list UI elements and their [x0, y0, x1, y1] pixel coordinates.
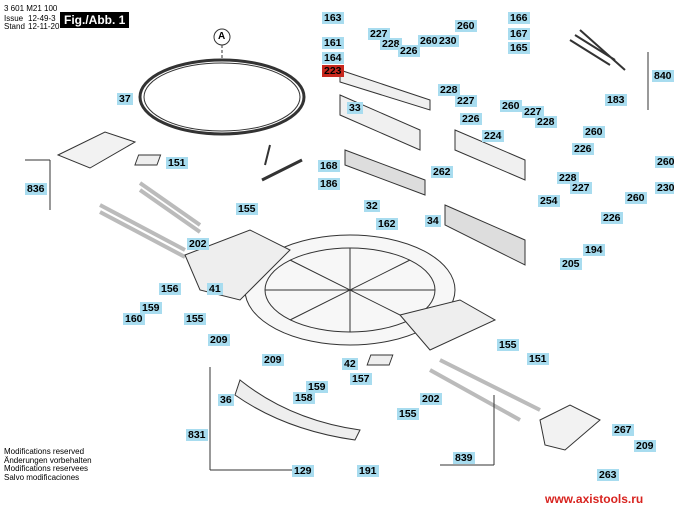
part-label-228: 228 [380, 38, 402, 50]
stand-value: 12-11-20 [28, 22, 60, 31]
part-label-161: 161 [322, 37, 344, 49]
part-label-202: 202 [187, 238, 209, 250]
part-label-151: 151 [527, 353, 549, 365]
fence-223 [339, 69, 431, 111]
part-label-33: 33 [347, 102, 363, 114]
part-label-155: 155 [184, 313, 206, 325]
part-label-226: 226 [398, 45, 420, 57]
part-label-151: 151 [166, 157, 188, 169]
part-label-260: 260 [655, 156, 674, 168]
fence-32 [344, 149, 426, 196]
part-label-228: 228 [535, 116, 557, 128]
notes: Modifications reserved Änderungen vorbeh… [4, 447, 92, 482]
part-label-166: 166 [508, 12, 530, 24]
part-label-227: 227 [570, 182, 592, 194]
part-label-230: 230 [437, 35, 459, 47]
part-label-162: 162 [376, 218, 398, 230]
part-label-228: 228 [557, 172, 579, 184]
note: Modifications reservees [4, 464, 89, 473]
base-left [184, 229, 291, 301]
part-label-209: 209 [208, 334, 230, 346]
part-label-267: 267 [612, 424, 634, 436]
part-label-164: 164 [322, 52, 344, 64]
part-label-158: 158 [293, 392, 315, 404]
stand-label: Stand [4, 22, 25, 31]
part-label-159: 159 [306, 381, 328, 393]
part-label-129: 129 [292, 465, 314, 477]
part-label-260: 260 [583, 126, 605, 138]
part-label-226: 226 [460, 113, 482, 125]
part-label-227: 227 [522, 106, 544, 118]
rail [138, 181, 202, 234]
issue-value: 12-49-3 [28, 14, 56, 23]
doc-number: 3 601 M21 100 [4, 4, 58, 13]
belt [138, 58, 306, 136]
callout-letter: A [218, 31, 226, 42]
part-label-224: 224 [482, 130, 504, 142]
bracket-left [56, 131, 137, 169]
part-label-37: 37 [117, 93, 133, 105]
part-label-34: 34 [425, 215, 441, 227]
part-label-223: 223 [322, 65, 344, 77]
note: Änderungen vorbehalten [4, 455, 92, 465]
part-label-209: 209 [634, 440, 656, 452]
part-label-227: 227 [455, 95, 477, 107]
part-label-186: 186 [318, 178, 340, 190]
part-label-226: 226 [601, 212, 623, 224]
part-label-194: 194 [583, 244, 605, 256]
part-label-156: 156 [159, 283, 181, 295]
part-label-230: 230 [655, 182, 674, 194]
part-label-159: 159 [140, 302, 162, 314]
part-label-263: 263 [597, 469, 619, 481]
part-label-262: 262 [431, 166, 453, 178]
part-label-183: 183 [605, 94, 627, 106]
part-label-191: 191 [357, 465, 379, 477]
part-label-260: 260 [500, 100, 522, 112]
part-label-260: 260 [625, 192, 647, 204]
part-label-155: 155 [397, 408, 419, 420]
part-label-160: 160 [123, 313, 145, 325]
part-label-209: 209 [262, 354, 284, 366]
part-label-32: 32 [364, 200, 380, 212]
extension-36 [234, 379, 361, 441]
part-label-42: 42 [342, 358, 358, 370]
part-label-831: 831 [186, 429, 208, 441]
part-label-167: 167 [508, 28, 530, 40]
part-label-839: 839 [453, 452, 475, 464]
part-label-36: 36 [218, 394, 234, 406]
part-label-228: 228 [438, 84, 460, 96]
part-label-168: 168 [318, 160, 340, 172]
note: Modifications reserved [4, 447, 85, 456]
part-label-41: 41 [207, 283, 223, 295]
note: Salvo modificaciones [4, 472, 80, 482]
part-label-202: 202 [420, 393, 442, 405]
part-label-226: 226 [572, 143, 594, 155]
part-label-163: 163 [322, 12, 344, 24]
part-label-227: 227 [368, 28, 390, 40]
bracket-right [539, 404, 601, 451]
fence-224 [454, 129, 526, 181]
fence-34 [444, 204, 526, 266]
part-label-254: 254 [538, 195, 560, 207]
part-label-840: 840 [652, 70, 674, 82]
part-label-260: 260 [418, 35, 440, 47]
part-label-155: 155 [497, 339, 519, 351]
website-link[interactable]: www.axistools.ru [545, 492, 644, 506]
part-label-836: 836 [25, 183, 47, 195]
part-label-165: 165 [508, 42, 530, 54]
base-right [399, 299, 497, 351]
part-label-205: 205 [560, 258, 582, 270]
figure-title: Fig./Abb. 1 [60, 12, 130, 28]
part-label-260: 260 [455, 20, 477, 32]
part-label-155: 155 [236, 203, 258, 215]
issue-label: Issue [4, 14, 24, 23]
part-label-157: 157 [350, 373, 372, 385]
